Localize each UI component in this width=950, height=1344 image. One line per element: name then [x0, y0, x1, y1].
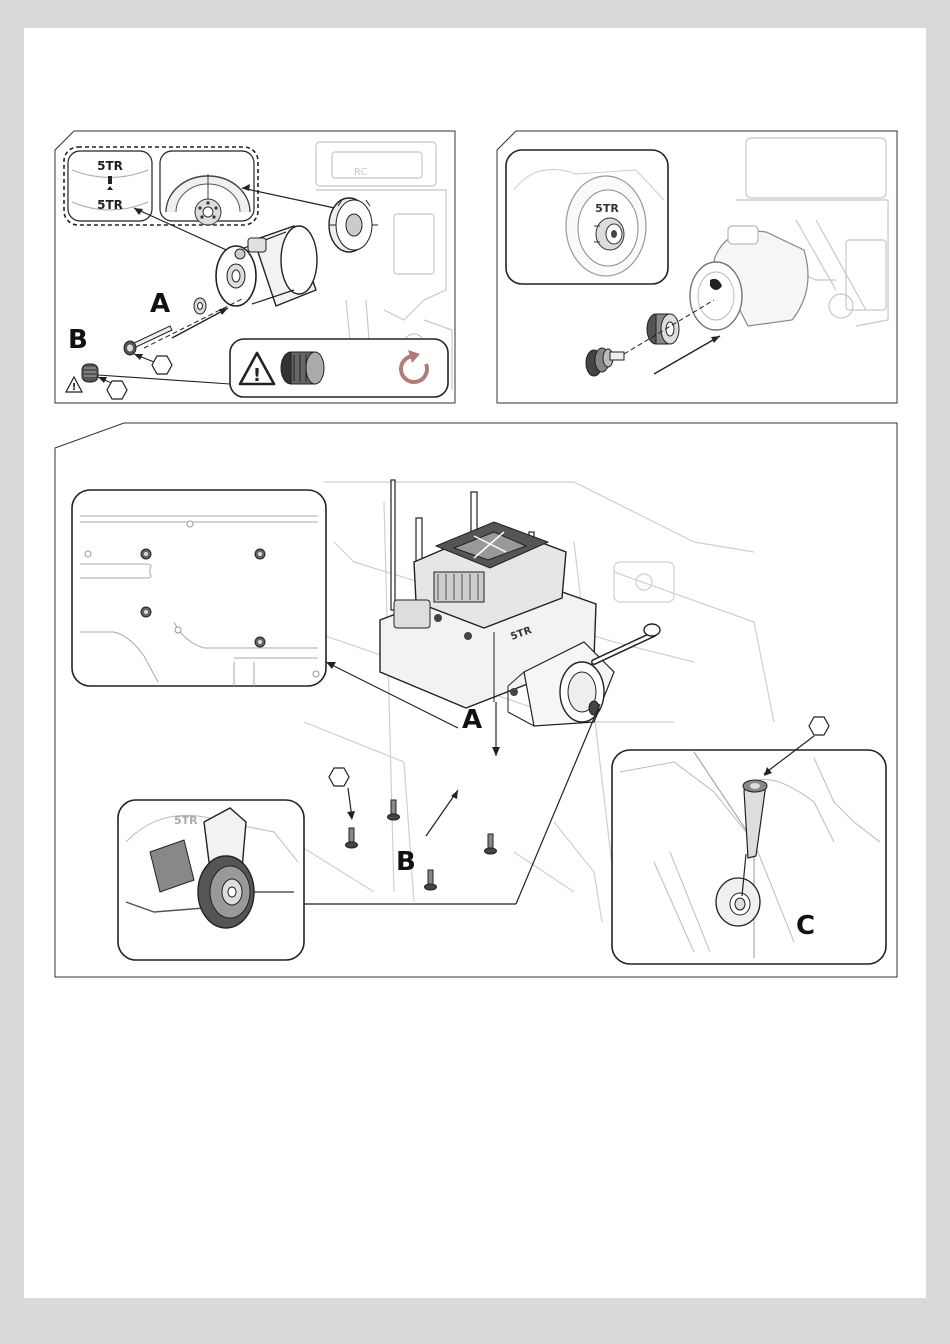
step1-illustration: RC 5TR 5TR — [54, 130, 456, 404]
warning-strip: ! — [230, 339, 448, 397]
step2-panel: 5TR — [496, 130, 898, 404]
logo-text: 5TR — [595, 202, 619, 215]
callout-b: B — [68, 325, 89, 355]
pinion-detail — [160, 151, 254, 225]
logo-top-text: 5TR — [97, 159, 123, 173]
step3-panel: 5TR A — [54, 422, 898, 978]
svg-text:!: ! — [72, 382, 77, 393]
callout-b: B — [396, 847, 417, 877]
svg-text:RC: RC — [354, 167, 367, 178]
step2-illustration: 5TR — [496, 130, 898, 404]
callout-c: C — [796, 911, 816, 941]
motor-bracket-detail: 5TR — [118, 800, 304, 960]
mount-screws-detail — [72, 490, 326, 686]
hex-key-icon-c — [809, 717, 829, 735]
step3-illustration: 5TR A — [54, 422, 898, 978]
set-screw — [82, 364, 98, 382]
callout-a: A — [462, 705, 483, 735]
bearing-detail-inset: 5TR — [506, 150, 668, 284]
logo-bottom-text: 5TR — [97, 198, 123, 212]
hex-key-icon-2 — [107, 381, 127, 399]
svg-text:!: ! — [253, 365, 261, 386]
callout-a: A — [150, 289, 171, 319]
pivot-pin-detail — [612, 750, 886, 964]
hex-key-icon — [329, 768, 349, 786]
threaded-part-icon — [281, 352, 324, 384]
step1-panel: RC 5TR 5TR — [54, 130, 456, 404]
bearing — [647, 314, 679, 344]
bracket-logo-text: 5TR — [174, 814, 198, 827]
